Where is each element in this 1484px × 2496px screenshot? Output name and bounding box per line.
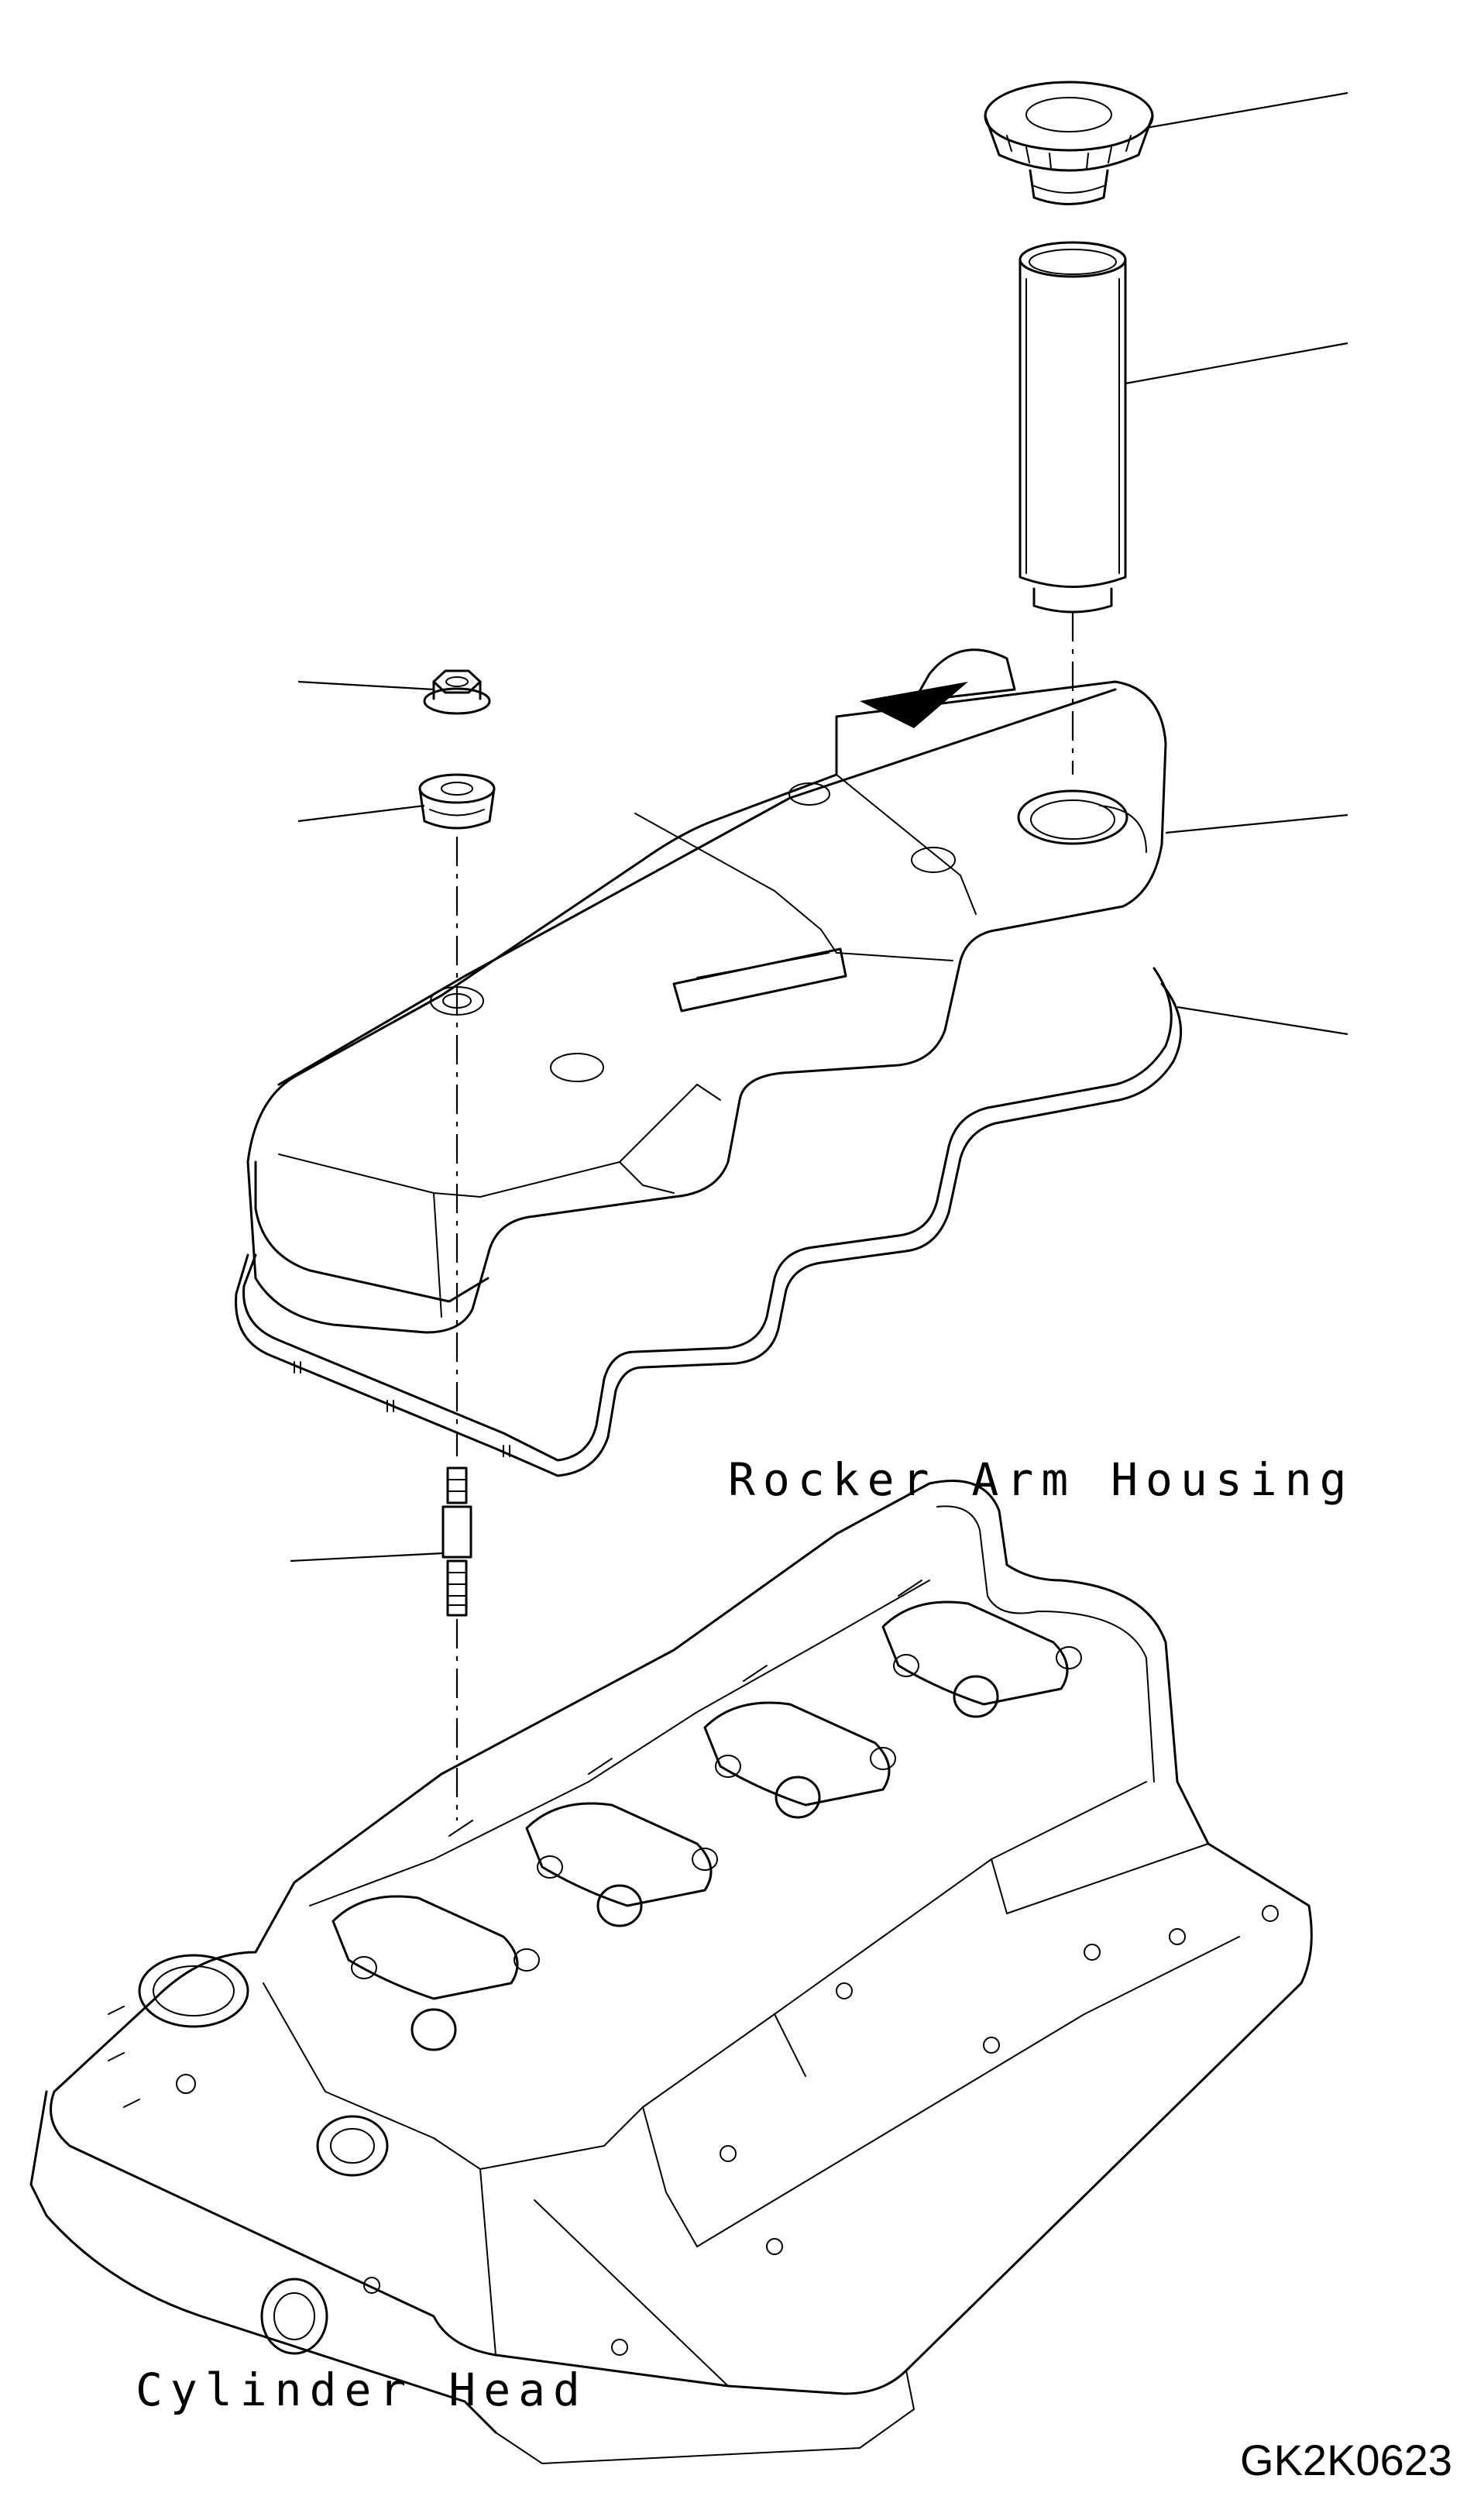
rocker-arm-housing-label: Rocker Arm Housing <box>728 1453 1355 1506</box>
cylinder-head <box>29 1480 1313 2464</box>
bolt-holes <box>176 1905 1279 2356</box>
rocker-cover <box>246 648 1167 1334</box>
oil-filler-cap <box>984 81 1154 205</box>
stud-bolt <box>441 1466 472 1617</box>
leader-line-stud <box>290 1552 444 1563</box>
oil-filler-tube <box>1019 241 1127 614</box>
leader-line-tube <box>1125 342 1348 385</box>
leader-line-cover <box>1165 813 1348 834</box>
cylinder-head-label: Cylinder Head <box>136 2364 588 2416</box>
grommet-seal <box>418 773 496 830</box>
rocker-arms <box>331 1600 1082 2051</box>
leader-line-grommet <box>297 804 425 823</box>
leader-line-gasket <box>1177 1006 1348 1036</box>
drawing-code-label: GK2K0623 <box>1240 2436 1452 2484</box>
leader-line-cap <box>1146 91 1348 129</box>
flange-nut <box>423 669 491 715</box>
leader-line-nut <box>297 680 435 691</box>
rocker-cover-gasket <box>235 967 1183 1477</box>
